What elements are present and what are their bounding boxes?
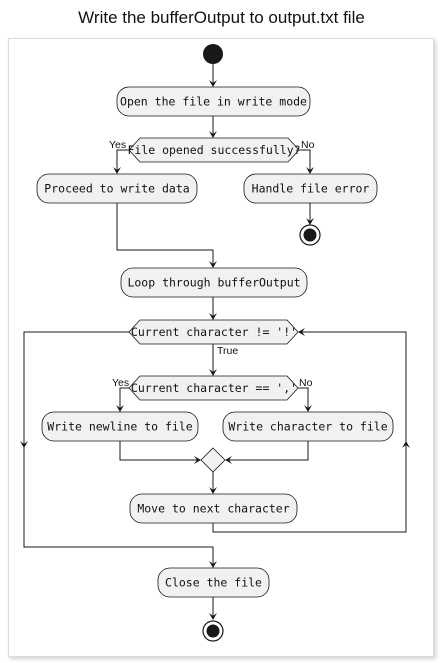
- action-proceed-label: Proceed to write data: [44, 182, 189, 196]
- label-yes-1: Yes: [109, 139, 126, 151]
- decision-char-comma-label: Current character == ',': [131, 381, 297, 395]
- action-write-char-label: Write character to file: [228, 420, 387, 434]
- label-no-2: No: [299, 377, 313, 389]
- decision-file-opened-label: File opened successfully?: [127, 143, 300, 157]
- action-loop: [120, 267, 308, 298]
- action-open-file-label: Open the file in write mode: [120, 95, 307, 109]
- action-move-next-label: Move to next character: [137, 502, 289, 516]
- diagram-title: Write the bufferOutput to output.txt fil…: [78, 8, 365, 27]
- merge-node: [200, 447, 226, 473]
- start-node: [203, 44, 223, 64]
- decision-loop-condition-label: Current character != '!': [131, 325, 297, 339]
- action-close-file-label: Close the file: [165, 576, 262, 590]
- label-yes-2: Yes: [112, 377, 129, 389]
- action-loop-label: Loop through bufferOutput: [127, 276, 300, 290]
- label-no-1: No: [301, 139, 315, 151]
- label-true: True: [217, 345, 238, 357]
- action-handle-error-label: Handle file error: [252, 182, 370, 196]
- action-write-newline-label: Write newline to file: [47, 420, 192, 434]
